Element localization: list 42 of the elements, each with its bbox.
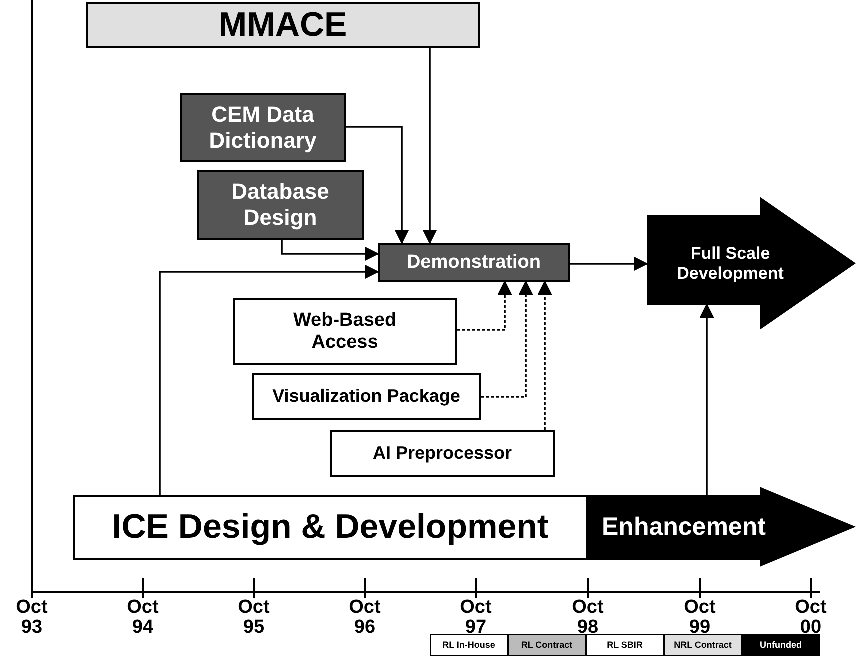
legend-label: RL SBIR xyxy=(607,640,643,650)
tick-label: Oct 97 xyxy=(459,598,493,638)
task-box xyxy=(180,93,346,162)
arrow xyxy=(457,280,512,331)
phase-arrow xyxy=(588,487,856,567)
phase-arrow xyxy=(647,197,856,330)
node-label: Full Scale Development xyxy=(676,244,785,284)
arrow xyxy=(422,48,438,244)
task-bar xyxy=(73,495,588,560)
node-label: AI Preprocessor xyxy=(372,443,512,464)
arrow xyxy=(700,304,714,495)
milestone-box xyxy=(378,243,570,282)
task-box xyxy=(233,298,457,365)
arrow xyxy=(538,280,552,430)
arrow xyxy=(281,240,380,262)
task-box xyxy=(197,170,364,240)
arrow xyxy=(481,280,534,398)
task-box xyxy=(252,373,481,420)
tick-label: Oct 96 xyxy=(348,598,382,638)
node-label: Visualization Package xyxy=(272,386,460,407)
legend-label: RL In-House xyxy=(442,640,496,650)
node-label: Web-Based Access xyxy=(292,310,398,354)
arrow xyxy=(159,264,380,495)
tick-label: Oct 00 xyxy=(794,598,828,638)
task-bar xyxy=(86,2,480,48)
node-label: Database Design xyxy=(230,179,330,231)
arrow xyxy=(346,126,410,244)
tick-label: Oct 95 xyxy=(237,598,271,638)
node-label: ICE Design & Development xyxy=(112,508,549,547)
tick-label: Oct 98 xyxy=(571,598,605,638)
node-label: Demonstration xyxy=(406,252,542,274)
legend-label: Unfunded xyxy=(760,640,802,650)
tick-label: Oct 99 xyxy=(683,598,717,638)
arrow xyxy=(570,256,648,272)
task-box xyxy=(330,430,555,477)
legend-label: RL Contract xyxy=(521,640,573,650)
node-label: MMACE xyxy=(218,6,348,44)
node-label: CEM Data Dictionary xyxy=(208,102,318,154)
tick-label: Oct 94 xyxy=(126,598,160,638)
node-label: Enhancement xyxy=(602,512,766,542)
legend-label: NRL Contract xyxy=(674,640,732,650)
tick-label: Oct 93 xyxy=(15,598,49,638)
